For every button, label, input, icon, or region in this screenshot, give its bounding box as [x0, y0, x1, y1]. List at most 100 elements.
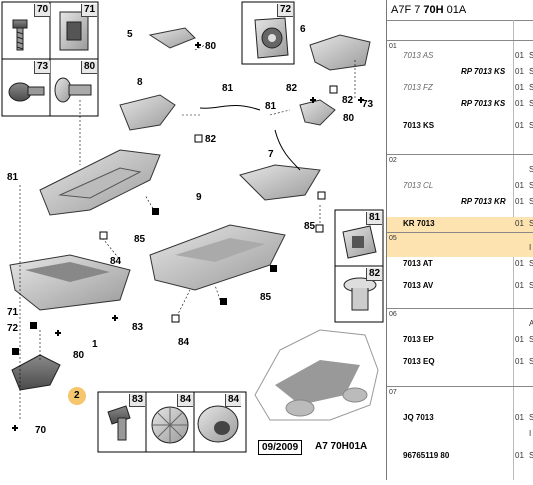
- cell-edge: S: [529, 217, 533, 231]
- rivet-80-icon: [54, 77, 92, 103]
- cell-edge: S: [529, 411, 533, 425]
- table-row[interactable]: S: [387, 163, 533, 177]
- label-1: 1: [92, 339, 98, 350]
- table-row[interactable]: I: [387, 241, 533, 255]
- label-82c: 82: [205, 134, 217, 145]
- header-suffix: 01A: [446, 4, 467, 16]
- screw-73-icon: [8, 82, 45, 102]
- table-row[interactable]: RP 7013 KS01S: [387, 65, 533, 79]
- label-85a: 85: [134, 234, 146, 245]
- label-80b: 80: [205, 41, 217, 52]
- cell-sub: RP 7013 KR: [461, 197, 506, 206]
- cell-main: KR 7013: [403, 219, 435, 228]
- cell-edge: A: [529, 317, 533, 331]
- label-82b: 82: [342, 95, 354, 106]
- label-85c: 85: [304, 221, 316, 232]
- car-silhouette: [254, 329, 379, 421]
- table-header: A7F 7 70H 01A: [387, 0, 533, 21]
- fastener-inset-bottom: [97, 391, 247, 453]
- table-row[interactable]: 7013 CL01S: [387, 179, 533, 193]
- label-80: 80: [81, 61, 98, 74]
- group-number: 01: [389, 43, 397, 50]
- table-row[interactable]: A: [387, 317, 533, 331]
- highlight-circle: [68, 387, 86, 405]
- cell-edge: I: [529, 429, 532, 438]
- cell-alt: 7013 CL: [403, 181, 434, 190]
- footer-date: 09/2009: [258, 440, 303, 455]
- table-row[interactable]: RP 7013 KS01S: [387, 97, 533, 111]
- cell-edge: S: [529, 179, 533, 193]
- cell-alt: 7013 FZ: [403, 83, 433, 92]
- label-71: 71: [81, 4, 98, 17]
- cell-edge: I: [529, 243, 532, 252]
- guard-2: [11, 354, 61, 391]
- table-row[interactable]: KR 7013 01 S: [387, 217, 533, 257]
- label-84c: 84: [177, 394, 194, 407]
- table-row[interactable]: RP 7013 KR01S: [387, 195, 533, 209]
- label-81d: 81: [366, 212, 383, 225]
- table-row[interactable]: 7013 AT01S: [387, 257, 533, 271]
- table-group: 06A7013 EP01S7013 EQ01S: [387, 308, 533, 366]
- cell-sub: RP 7013 KS: [461, 67, 506, 76]
- label-73b: 73: [362, 99, 374, 110]
- table-row[interactable]: 7013 EP01S: [387, 333, 533, 347]
- label-80c: 80: [343, 113, 355, 124]
- cell-edge: S: [529, 163, 533, 177]
- table-row[interactable]: 7013 AS01S: [387, 49, 533, 63]
- cell-qty: 01: [515, 83, 524, 92]
- table-row[interactable]: [387, 395, 533, 409]
- label-72b: 72: [7, 323, 19, 334]
- label-70b: 70: [35, 425, 47, 436]
- panel-10: [39, 149, 161, 216]
- label-84a: 84: [110, 256, 122, 267]
- cell-qty: 01: [515, 99, 524, 108]
- cell-qty: 01: [515, 219, 524, 228]
- cable-line-2: [274, 129, 301, 171]
- cell-qty: 01: [515, 413, 524, 422]
- bracket-right: [299, 99, 336, 126]
- label-5: 5: [127, 29, 133, 40]
- table-row[interactable]: 96765119 8001S: [387, 449, 533, 463]
- cell-main: 7013 AT: [403, 259, 433, 268]
- group-number: 07: [389, 389, 397, 396]
- panel-7: [239, 164, 321, 201]
- group-number: 02: [389, 157, 397, 164]
- cell-main: 7013 AV: [403, 281, 434, 290]
- label-82a: 82: [286, 83, 298, 94]
- label-83b: 83: [129, 394, 146, 407]
- fastener-inset-top: [1, 1, 99, 117]
- cell-main: 7013 EP: [403, 335, 434, 344]
- markers: [12, 42, 364, 431]
- label-81a: 81: [222, 83, 234, 94]
- header-prefix: A7F 7: [391, 4, 421, 16]
- table-group: 02S7013 CL01SRP 7013 KR01SKR 701301S: [387, 154, 533, 257]
- table-row[interactable]: 7013 AV01S: [387, 279, 533, 293]
- label-2: 2: [74, 390, 80, 401]
- table-row[interactable]: 7013 EQ01S: [387, 355, 533, 369]
- table-row[interactable]: 7013 FZ01S: [387, 81, 533, 95]
- label-85b: 85: [260, 292, 272, 303]
- cell-main: 7013 EQ: [403, 357, 435, 366]
- label-9: 9: [196, 192, 202, 203]
- label-81b: 81: [265, 101, 277, 112]
- table-row[interactable]: JQ 7013 01 S: [387, 411, 533, 425]
- cell-edge: S: [529, 279, 533, 293]
- table-row[interactable]: I: [387, 427, 533, 441]
- footer-reference: A7 70H01A: [315, 441, 368, 452]
- label-81c: 81: [7, 172, 19, 183]
- label-84b: 84: [178, 337, 190, 348]
- cell-qty: 01: [515, 259, 524, 268]
- cell-edge: S: [529, 65, 533, 79]
- header-bold: 70H: [423, 4, 444, 16]
- label-83a: 83: [132, 322, 144, 333]
- label-73: 73: [34, 61, 51, 74]
- cell-main: JQ 7013: [403, 413, 434, 422]
- cell-edge: S: [529, 449, 533, 463]
- cell-qty: 01: [515, 121, 524, 130]
- label-8: 8: [137, 77, 143, 88]
- cell-qty: 01: [515, 51, 524, 60]
- table-row[interactable]: 7013 KS01S: [387, 119, 533, 133]
